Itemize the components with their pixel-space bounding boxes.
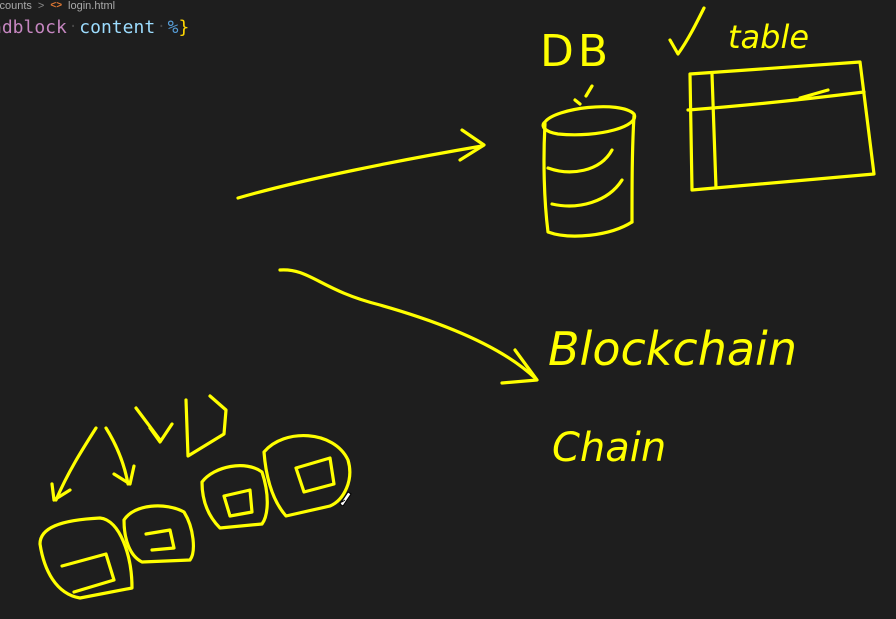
arrow-to-block-4	[184, 394, 228, 458]
block-sketch-3	[200, 464, 269, 530]
table-label: table	[728, 18, 810, 56]
arrow-to-block-1	[54, 426, 98, 502]
arrowhead-db	[458, 128, 486, 162]
breadcrumb-item-folder[interactable]: ccounts	[0, 0, 32, 12]
whitespace-dot: ·	[68, 19, 78, 35]
db-label: DB	[540, 26, 613, 77]
arrow-to-blockchain	[278, 268, 537, 380]
whitespace-dot: ·	[157, 19, 166, 35]
blockchain-label: Blockchain	[548, 322, 797, 376]
block-sketch-1	[38, 516, 134, 600]
block-sketch-4	[262, 433, 352, 518]
breadcrumb-item-file[interactable]: login.html	[68, 0, 116, 12]
code-line[interactable]: ndblock · content · % }	[0, 14, 189, 40]
checkmark-icon	[668, 6, 706, 56]
block-sketch-2	[122, 504, 195, 564]
arrow-to-block-3	[134, 406, 174, 444]
arrow-to-db	[236, 144, 484, 200]
code-identifier: content	[79, 16, 156, 38]
chain-label: Chain	[552, 425, 667, 471]
arrowhead-block-2	[112, 464, 136, 486]
breadcrumb-separator: >	[37, 0, 45, 12]
table-sketch-icon	[686, 60, 876, 192]
breadcrumb: ccounts > <> login.html	[0, 0, 115, 12]
code-brace: }	[178, 16, 190, 38]
database-cylinder-icon	[541, 84, 637, 238]
arrowhead-block-1	[50, 482, 72, 502]
arrowhead-blockchain	[500, 348, 539, 385]
code-keyword: ndblock	[0, 16, 67, 38]
arrow-to-block-2	[104, 426, 130, 486]
html-file-icon: <>	[50, 0, 63, 11]
code-percent: %	[167, 16, 179, 38]
pen-cursor-icon	[339, 491, 352, 506]
